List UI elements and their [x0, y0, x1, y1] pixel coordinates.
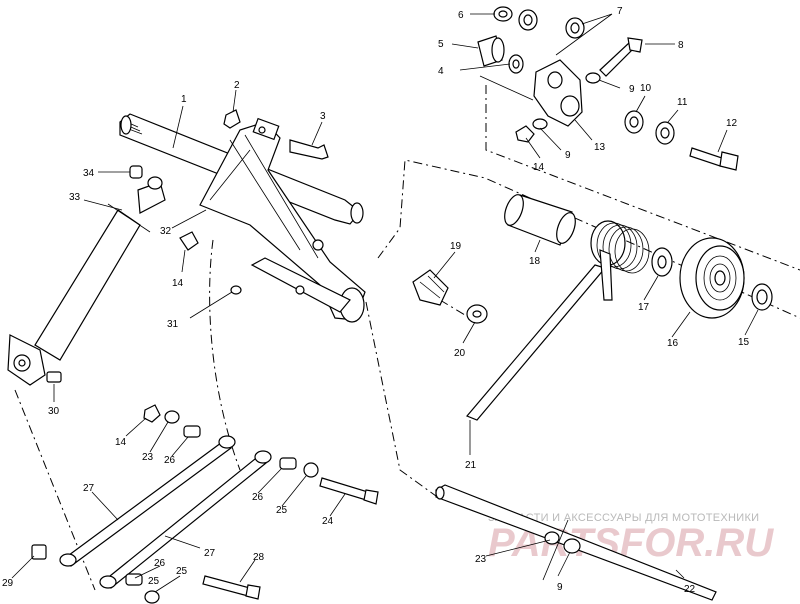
part-32-frame — [199, 117, 366, 323]
callout-29: 29 — [2, 578, 14, 589]
callout-14-upper: 14 — [533, 162, 545, 173]
callout-2: 2 — [234, 80, 240, 91]
part-11-washer — [655, 121, 675, 145]
callout-32: 32 — [160, 226, 172, 237]
callout-27-upper: 27 — [83, 483, 95, 494]
watermark-tagline: ЗАПЧАСТИ И АКСЕССУАРЫ ДЛЯ МОТОТЕХНИКИ — [488, 512, 759, 524]
callout-17: 17 — [638, 302, 650, 313]
part-15-bushing — [751, 283, 773, 311]
part-3-bolt — [289, 139, 329, 160]
callout-26-lower: 26 — [154, 558, 166, 569]
part-26-bushings — [125, 425, 297, 586]
callout-26-middle: 26 — [252, 492, 264, 503]
part-34-bushing — [129, 165, 143, 179]
part-14-nut-right — [515, 125, 535, 143]
callout-5: 5 — [438, 39, 444, 50]
callout-11: 11 — [677, 97, 688, 108]
callout-28: 28 — [253, 552, 265, 563]
callout-23-right: 23 — [475, 554, 487, 565]
callout-25-middle: 25 — [276, 505, 288, 516]
part-13-bracket — [533, 59, 583, 127]
callout-6: 6 — [458, 10, 464, 21]
part-33-shock-absorber — [7, 176, 166, 386]
part-30-pin — [46, 371, 62, 383]
part-18-bushing — [504, 194, 576, 246]
callout-4: 4 — [438, 66, 444, 77]
callout-9-lower: 9 — [557, 582, 563, 593]
part-12-bolt — [689, 147, 739, 171]
callout-34: 34 — [83, 168, 95, 179]
callout-14-middle: 14 — [172, 278, 184, 289]
part-9-washers — [532, 72, 601, 130]
part-2-nut — [223, 109, 241, 129]
callout-8: 8 — [678, 40, 684, 51]
callout-13: 13 — [594, 142, 606, 153]
part-28-bolt — [202, 575, 261, 600]
callout-30: 30 — [48, 406, 60, 417]
callout-3: 3 — [320, 111, 326, 122]
part-5-bushing — [477, 35, 505, 67]
callout-27-lower: 27 — [204, 548, 216, 559]
part-14-nut-lower — [143, 404, 161, 423]
callout-23-left: 23 — [142, 452, 154, 463]
part-21-torsion-spring — [466, 220, 650, 421]
callout-7: 7 — [617, 6, 623, 17]
part-25-washers — [144, 410, 319, 604]
callout-9-upper: 9 — [629, 84, 635, 95]
callout-16: 16 — [667, 338, 679, 349]
part-24-bolt — [319, 477, 379, 505]
part-10-washer — [624, 110, 644, 134]
callout-25-bottom: 25 — [148, 576, 160, 587]
leader-lines — [11, 13, 759, 593]
callout-9-middle: 9 — [565, 150, 571, 161]
callout-18: 18 — [529, 256, 541, 267]
callout-25-lower: 25 — [176, 566, 188, 577]
callout-31: 31 — [167, 319, 179, 330]
part-6-washer — [493, 6, 513, 22]
callout-labels: 1 2 3 4 5 6 7 8 9 9 9 10 11 12 13 14 14 … — [2, 6, 750, 595]
callout-10: 10 — [640, 83, 652, 94]
part-16-idler-wheel — [679, 237, 745, 319]
callout-19: 19 — [450, 241, 462, 252]
callout-21: 21 — [465, 460, 477, 471]
part-23-washers — [544, 531, 581, 554]
part-31-grease-fitting — [230, 285, 242, 295]
callout-14-lower: 14 — [115, 437, 127, 448]
callout-1: 1 — [181, 94, 187, 105]
callout-24: 24 — [322, 516, 334, 527]
part-4-washer — [508, 54, 524, 74]
callout-15: 15 — [738, 337, 750, 348]
part-20-washer — [466, 304, 488, 324]
part-8-bolt — [599, 37, 643, 77]
part-29-fitting — [31, 544, 47, 560]
part-27-link-rods — [59, 435, 272, 589]
callout-33: 33 — [69, 192, 81, 203]
callout-22: 22 — [684, 584, 696, 595]
part-19-block — [412, 269, 449, 306]
callout-26-upper: 26 — [164, 455, 176, 466]
part-17-washer — [651, 247, 673, 277]
callout-12: 12 — [726, 118, 738, 129]
part-7-bushings — [518, 9, 585, 39]
callout-20: 20 — [454, 348, 466, 359]
part-14-nut-left — [179, 231, 199, 251]
